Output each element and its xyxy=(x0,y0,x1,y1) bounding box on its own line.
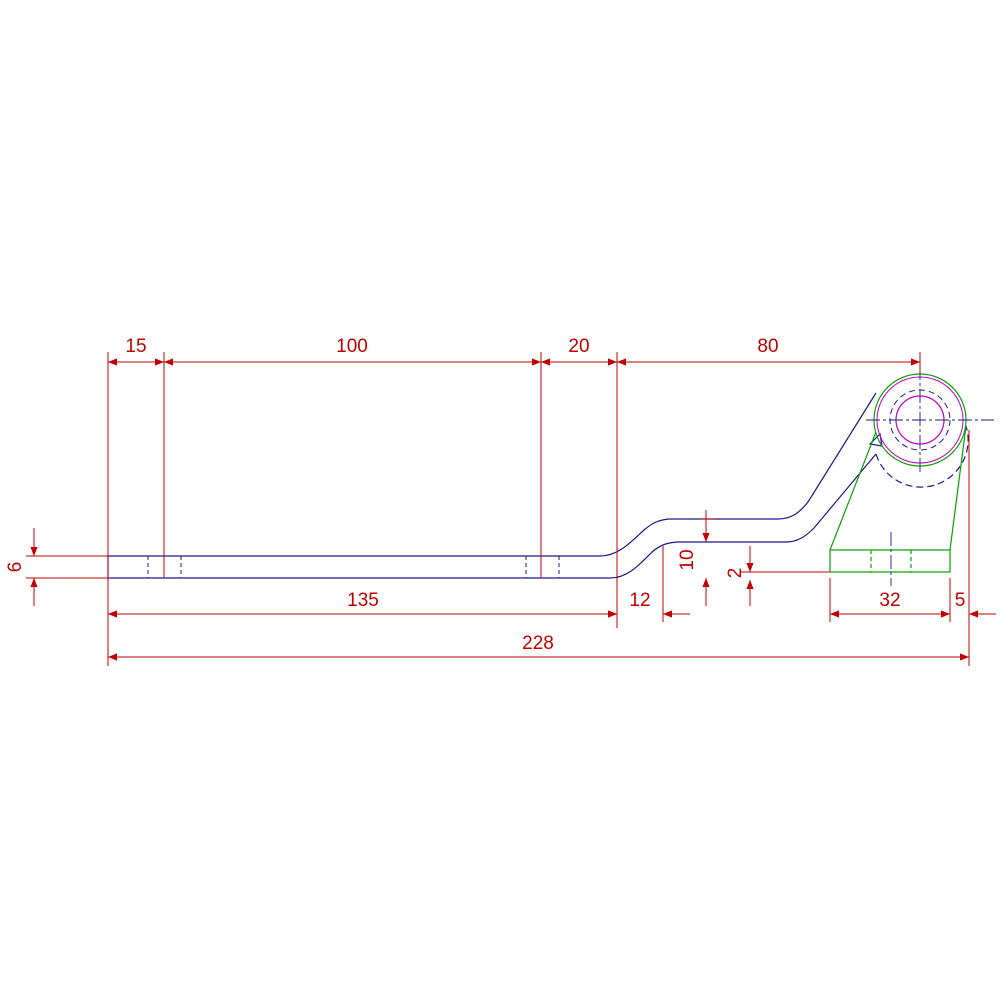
dim-label-32: 32 xyxy=(879,590,900,611)
eye-hidden-arc xyxy=(875,425,969,488)
dim-label-15: 15 xyxy=(125,336,146,357)
strap-bottom-edge xyxy=(108,453,877,579)
dim-label-80: 80 xyxy=(757,336,778,357)
dimension-labels: 15 100 20 80 6 135 12 10 2 32 5 228 xyxy=(5,336,965,654)
dim-label-2: 2 xyxy=(725,568,746,579)
dim-label-5: 5 xyxy=(955,590,966,611)
mounting-holes xyxy=(147,556,560,578)
dim-label-100: 100 xyxy=(336,336,368,357)
strap-top-edge xyxy=(108,392,877,557)
hinge-block xyxy=(829,549,951,573)
dim-label-20: 20 xyxy=(568,336,589,357)
dim-label-135: 135 xyxy=(347,590,379,611)
dim-label-10: 10 xyxy=(677,549,698,570)
eye-arrow-mark xyxy=(868,432,883,447)
dimension-lines xyxy=(26,352,996,666)
dim-label-12: 12 xyxy=(629,590,650,611)
eye-tangent-left xyxy=(829,431,877,551)
dim-label-6: 6 xyxy=(5,562,26,573)
dim-label-228: 228 xyxy=(522,633,554,654)
eye-tangent-right xyxy=(949,425,967,551)
centerlines xyxy=(866,366,994,586)
eye-section xyxy=(829,373,967,573)
